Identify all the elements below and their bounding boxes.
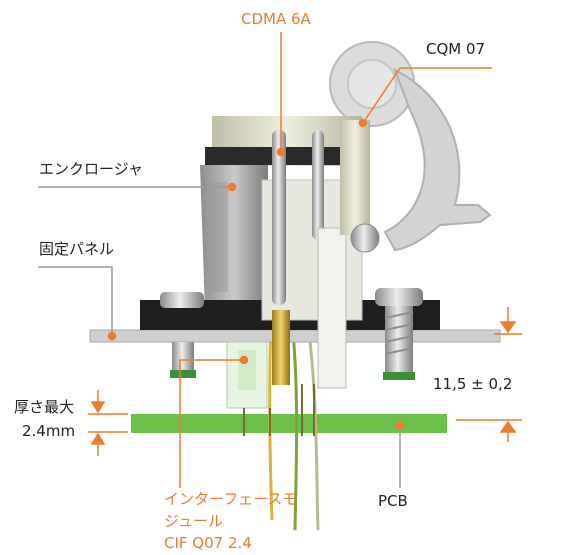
dimension-markers — [456, 307, 522, 442]
callout-lines — [38, 32, 492, 488]
fixed-panel-label: 固定パネル — [39, 240, 115, 258]
right-screw — [375, 288, 423, 380]
latch-clip — [329, 41, 492, 252]
cqm-label: CQM 07 — [426, 40, 486, 58]
interface-module-label-line3: CIF Q07 2.4 — [164, 534, 252, 552]
pcb-pins — [243, 384, 315, 436]
pcb-board — [131, 414, 447, 433]
contact-pin — [261, 120, 380, 389]
left-screw — [160, 292, 204, 378]
thickness-markers — [88, 390, 128, 456]
dimension-label: 11,5 ± 0,2 — [433, 375, 513, 393]
interface-module — [226, 341, 268, 409]
fixed-panel-plate — [89, 329, 501, 343]
pcb-label: PCB — [378, 492, 408, 510]
interface-module-label-line2: ジュール — [164, 512, 223, 530]
interface-module-label-line1: インターフェースモ — [164, 490, 298, 508]
enclosure-label: エンクロージャ — [39, 160, 143, 178]
enclosure-housing — [200, 116, 365, 310]
thickness-label-line1: 厚さ最大 — [14, 398, 75, 416]
cdma-label: CDMA 6A — [241, 10, 311, 28]
thickness-label-line2: 2.4mm — [22, 422, 76, 440]
